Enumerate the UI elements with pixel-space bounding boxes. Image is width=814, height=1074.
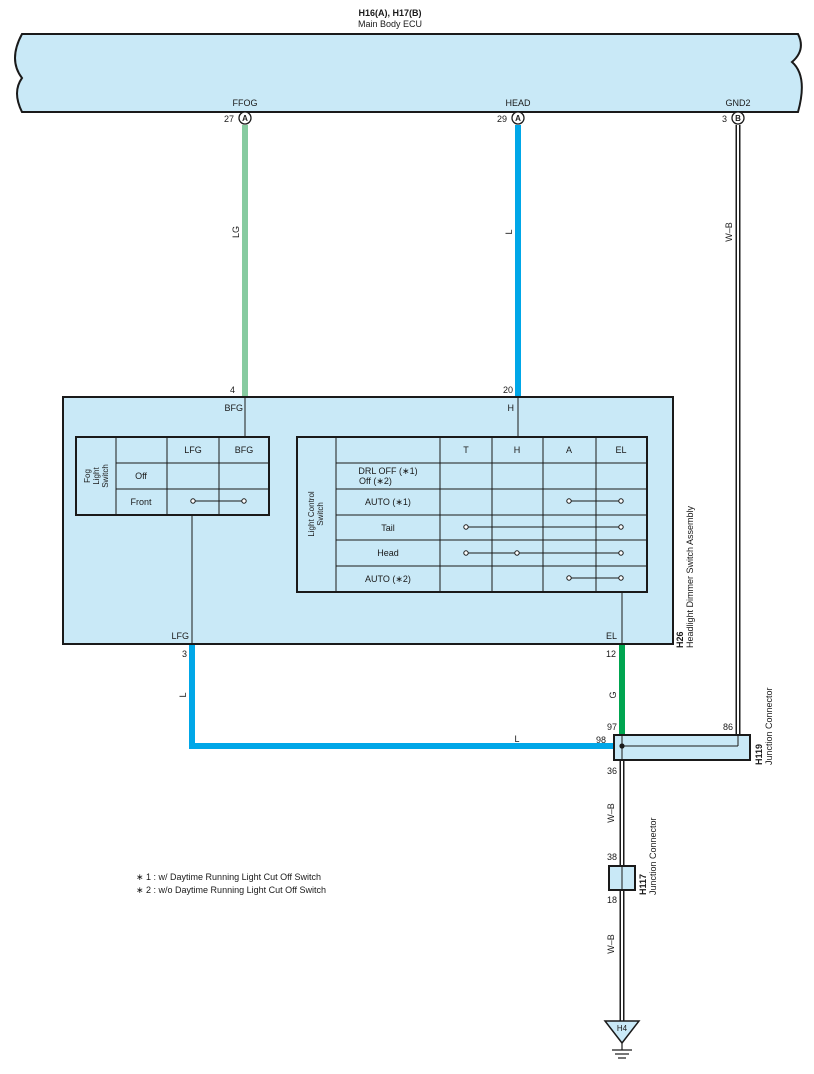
lcs-row-head: Head: [377, 548, 399, 558]
main-body-ecu-box: [14, 33, 803, 113]
lcs-row-off: Off (∗2): [359, 476, 392, 486]
h119-internal-bus: [619, 735, 739, 760]
wire-label-l-lfg: L: [178, 692, 188, 697]
lcs-col-a: A: [566, 445, 572, 455]
lcs-title-line1: Light Control: [307, 491, 316, 537]
wire-label-wb-ground: W–B: [606, 934, 616, 954]
wire-l-lfg: [189, 645, 614, 749]
ground-code: H4: [617, 1024, 628, 1033]
fog-col-lfg: LFG: [184, 445, 202, 455]
dimmer-term-h: H: [508, 403, 515, 413]
ecu-pin-number: 29: [497, 114, 507, 124]
fog-row-off: Off: [135, 471, 147, 481]
ecu-pin-connector: A: [242, 114, 248, 123]
lcs-auto2-continuity: [566, 575, 624, 581]
fog-front-continuity: [190, 498, 247, 504]
h119-code: H119: [754, 744, 764, 765]
fog-col-bfg: BFG: [235, 445, 254, 455]
ecu-connector-title: H16(A), H17(B): [358, 8, 421, 18]
dimmer-pin-lfg: 3: [182, 649, 187, 659]
fog-title-line2: Light: [92, 467, 101, 485]
ecu-pin-connector: B: [735, 114, 741, 123]
dimmer-name: Headlight Dimmer Switch Assembly: [685, 505, 695, 648]
lcs-row-auto1: AUTO (∗1): [365, 497, 411, 507]
fog-title-line1: Fog: [83, 469, 92, 483]
dimmer-pin-bfg: 4: [230, 385, 235, 395]
h117-pin-18: 18: [607, 895, 617, 905]
wire-label-lg: LG: [231, 226, 241, 238]
lcs-row-tail: Tail: [381, 523, 395, 533]
ecu-signal-ffog: FFOG: [233, 98, 258, 108]
wire-label-l-horizontal: L: [514, 734, 519, 744]
dimmer-term-bfg: BFG: [224, 403, 243, 413]
dimmer-code: H26: [675, 631, 685, 648]
h119-junction-connector-box: [613, 734, 751, 761]
note-1: ∗ 1 : w/ Daytime Running Light Cut Off S…: [136, 872, 321, 882]
dimmer-pin-h: 20: [503, 385, 513, 395]
connector-circle-icon: [511, 111, 525, 125]
wire-label-l-head: L: [504, 229, 514, 234]
light-control-switch-table: Light Control Switch T H A EL DRL OFF (∗…: [296, 436, 648, 593]
lcs-col-el: EL: [615, 445, 626, 455]
h119-pin-36: 36: [607, 766, 617, 776]
note-2: ∗ 2 : w/o Daytime Running Light Cut Off …: [136, 885, 326, 895]
dimmer-pin-el: 12: [606, 649, 616, 659]
lcs-row-drl-off: DRL OFF (∗1): [358, 466, 417, 476]
dimmer-term-el: EL: [606, 631, 617, 641]
h117-code: H117: [638, 874, 648, 895]
ecu-signal-gnd2: GND2: [725, 98, 750, 108]
connector-circle-icon: [238, 111, 252, 125]
ecu-pin-head: 29 A: [497, 111, 525, 125]
ecu-pin-connector: A: [515, 114, 521, 123]
ecu-name: Main Body ECU: [358, 19, 422, 29]
ecu-pin-gnd2: 3 B: [722, 111, 745, 125]
lcs-col-h: H: [514, 445, 521, 455]
fog-title-line3: Switch: [101, 464, 110, 488]
fog-light-switch-table: Fog Light Switch LFG BFG Off Front: [75, 436, 270, 516]
lcs-col-t: T: [463, 445, 469, 455]
ecu-pin-number: 3: [722, 114, 727, 124]
lcs-row-auto2: AUTO (∗2): [365, 574, 411, 584]
h119-pin-97: 97: [607, 722, 617, 732]
wire-label-wb-h119: W–B: [606, 803, 616, 823]
h117-name: Junction Connector: [648, 817, 658, 895]
ground-symbol-icon: [603, 1020, 641, 1059]
h119-name: Junction Connector: [764, 687, 774, 765]
h119-pin-86: 86: [723, 722, 733, 732]
h117-pin-38: 38: [607, 852, 617, 862]
wire-label-wb-gnd2: W–B: [724, 222, 734, 242]
ecu-pin-number: 27: [224, 114, 234, 124]
lcs-head-continuity: [463, 550, 624, 556]
wire-label-g-el: G: [608, 691, 618, 698]
lcs-title-line2: Switch: [316, 502, 325, 526]
fog-row-front: Front: [130, 497, 152, 507]
lcs-tail-continuity: [463, 524, 624, 530]
ecu-signal-head: HEAD: [505, 98, 531, 108]
ecu-pin-ffog: 27 A: [224, 111, 252, 125]
lcs-auto1-continuity: [566, 498, 624, 504]
dimmer-term-lfg: LFG: [171, 631, 189, 641]
h119-pin-98: 98: [596, 735, 606, 745]
connector-circle-icon: [731, 111, 745, 125]
